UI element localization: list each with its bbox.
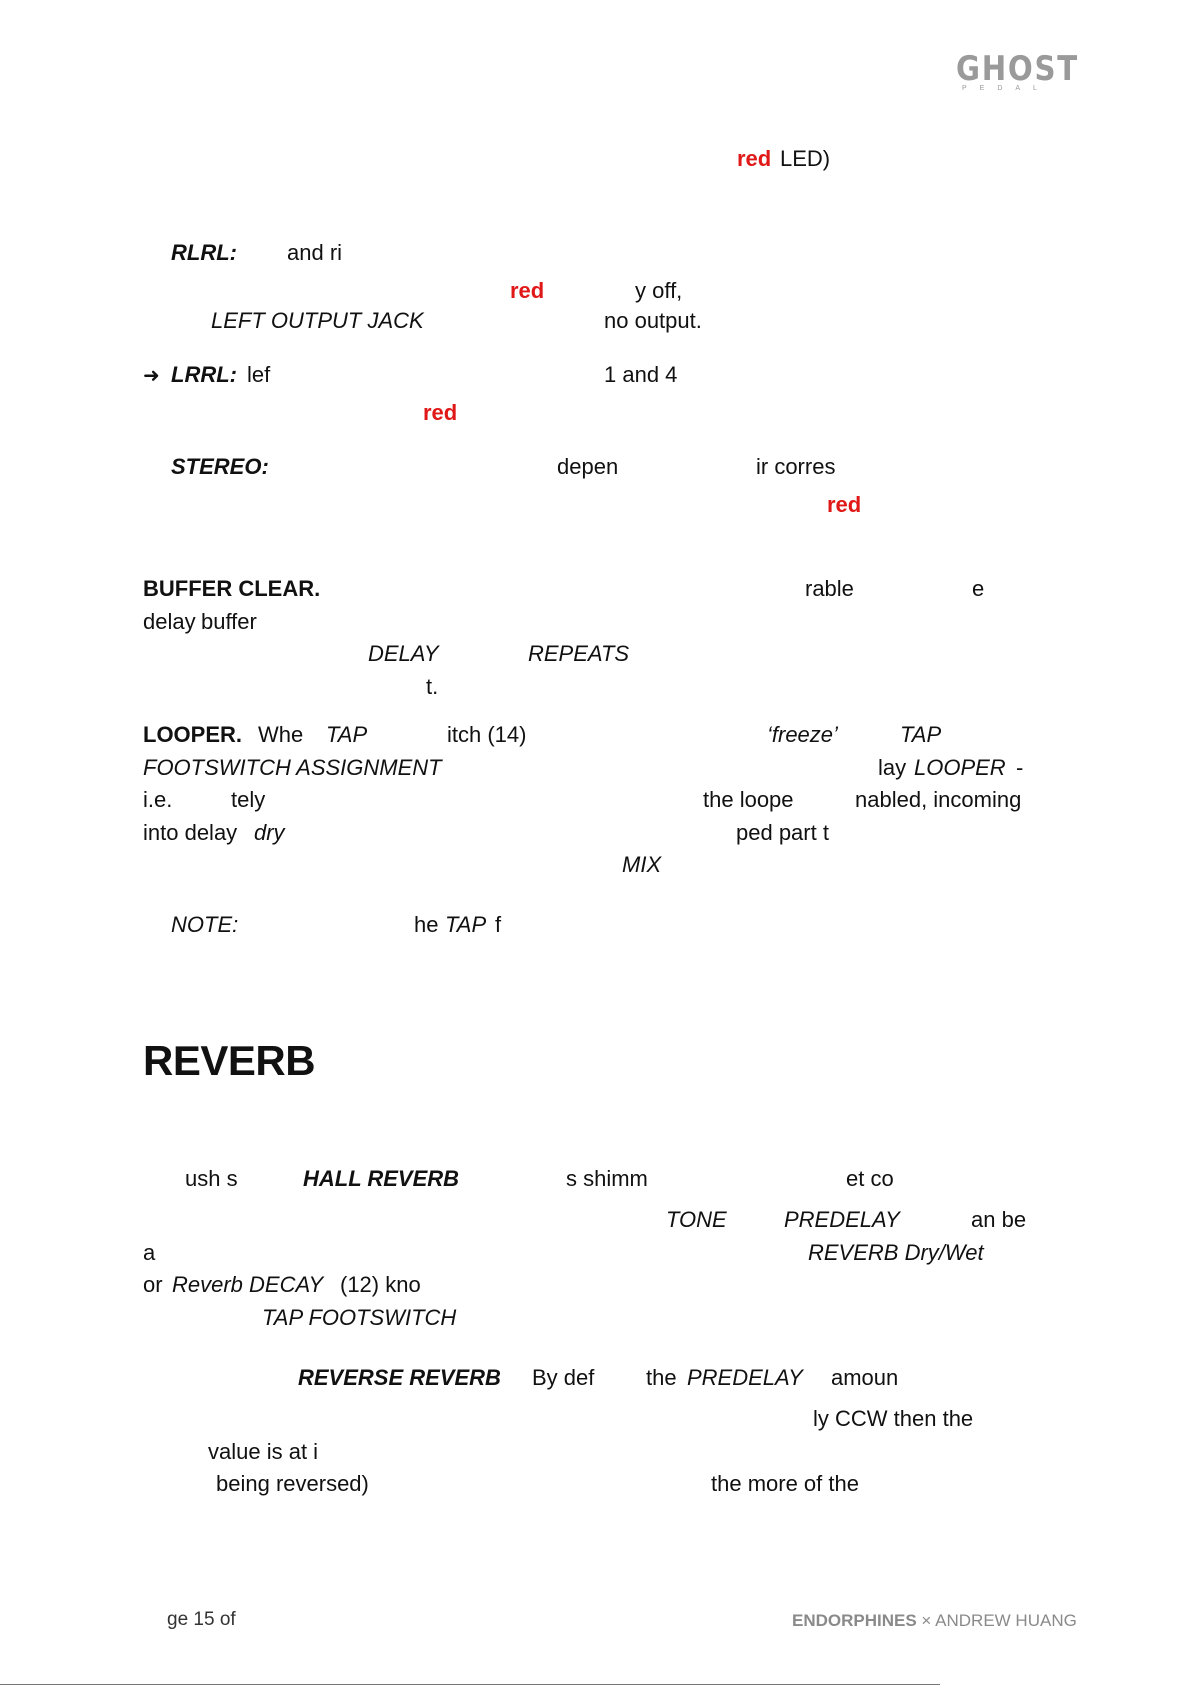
footer-brand: ENDORPHINES × ANDREW HUANG <box>792 1612 1077 1629</box>
repeats-italic: REPEATS <box>528 641 630 666</box>
looper-tap-2: TAP <box>900 722 942 747</box>
led-text: LED) <box>780 146 831 171</box>
buffer-text-2: e <box>972 576 985 601</box>
brand-logo-subtitle: PEDAL <box>962 85 1050 92</box>
hall-reverb: HALL REVERB <box>303 1166 460 1191</box>
r9-text-1: being reversed) <box>216 1471 369 1496</box>
looper-label: LOOPER. <box>143 722 243 747</box>
delay-word: delay <box>143 609 196 634</box>
reverb-decay: Reverb DECAY <box>172 1272 324 1297</box>
line15-text-3: the loope <box>703 787 794 812</box>
brand-x: × <box>921 1611 932 1630</box>
no-output-text: no output. <box>604 308 702 333</box>
r6-text-1: By def <box>532 1365 595 1390</box>
r6-text-3: amoun <box>831 1365 899 1390</box>
r2-text-1: an be <box>971 1207 1027 1232</box>
r7-text-1: ly CCW then the <box>813 1406 974 1431</box>
r3-text-1: a <box>143 1240 156 1265</box>
red-word-3: red <box>423 400 458 425</box>
r4-text-2: (12) kno <box>340 1272 421 1297</box>
line14-dash: - <box>1016 755 1024 780</box>
line15-text-1: i.e. <box>143 787 173 812</box>
note-tap: TAP <box>445 912 487 937</box>
dry-italic: dry <box>254 820 285 845</box>
note-text-2: f <box>495 912 502 937</box>
lrrl-text-1: lef <box>247 362 271 387</box>
looper-tap-1: TAP <box>326 722 368 747</box>
predelay-italic: PREDELAY <box>784 1207 900 1232</box>
brand-logo: GHOST <box>956 49 1079 89</box>
stereo-label: STEREO: <box>171 454 269 479</box>
lrrl-text-2: 1 and 4 <box>604 362 678 387</box>
lrrl-label: LRRL: <box>171 362 237 387</box>
tone-italic: TONE <box>666 1207 727 1232</box>
line15-text-4: nabled, incoming <box>855 787 1022 812</box>
r6-text-2: the <box>646 1365 677 1390</box>
reverse-reverb: REVERSE REVERB <box>298 1365 501 1390</box>
brand-andrew-huang: ANDREW HUANG <box>935 1611 1077 1630</box>
line16-text-1: into delay <box>143 820 238 845</box>
looper-italic: LOOPER <box>914 755 1006 780</box>
line15-text-2: tely <box>231 787 266 812</box>
page-number: ge 15 of <box>167 1609 236 1630</box>
buffer-clear-label: BUFFER CLEAR. <box>143 576 321 601</box>
footswitch-assignment: FOOTSWITCH ASSIGNMENT <box>143 755 442 780</box>
freeze-word: ‘freeze’ <box>767 722 838 747</box>
tap-footswitch: TAP FOOTSWITCH <box>262 1305 457 1330</box>
reverb-dry-wet: REVERB Dry/Wet <box>808 1240 984 1265</box>
r1-text-2: s shimm <box>566 1166 648 1191</box>
stereo-text-2: ir corres <box>756 454 836 479</box>
note-label: NOTE: <box>171 912 239 937</box>
rlrl-label: RLRL: <box>171 240 237 265</box>
looper-text-2: itch (14) <box>447 722 527 747</box>
buffer-text-1: rable <box>805 576 854 601</box>
rlrl-text: and ri <box>287 240 343 265</box>
red-word-4: red <box>827 492 862 517</box>
r9-text-2: the more of the <box>711 1471 859 1496</box>
red-word-2: red <box>510 278 545 303</box>
left-output-jack: LEFT OUTPUT JACK <box>211 308 424 333</box>
brand-endorphines: ENDORPHINES <box>792 1611 917 1630</box>
reverb-heading: REVERB <box>143 1037 316 1084</box>
predelay-italic-2: PREDELAY <box>687 1365 803 1390</box>
line14-text-1: lay <box>878 755 907 780</box>
arrow-right-icon: ➜ <box>143 365 160 387</box>
buffer-word: buffer <box>201 609 257 634</box>
r1-text-3: et co <box>846 1166 894 1191</box>
line16-text-2: ped part t <box>736 820 829 845</box>
red-led-word: red <box>737 146 772 171</box>
r1-text-1: ush s <box>185 1166 238 1191</box>
r8-text-1: value is at i <box>208 1439 319 1464</box>
line3-text: y off, <box>635 278 683 303</box>
note-text-1: he <box>414 912 439 937</box>
stereo-text-1: depen <box>557 454 619 479</box>
r4-text-1: or <box>143 1272 163 1297</box>
looper-text-1: Whe <box>258 722 304 747</box>
delay-italic: DELAY <box>368 641 439 666</box>
line12-text: t. <box>426 674 439 699</box>
mix-italic: MIX <box>622 852 662 877</box>
footer-divider <box>0 1684 940 1685</box>
